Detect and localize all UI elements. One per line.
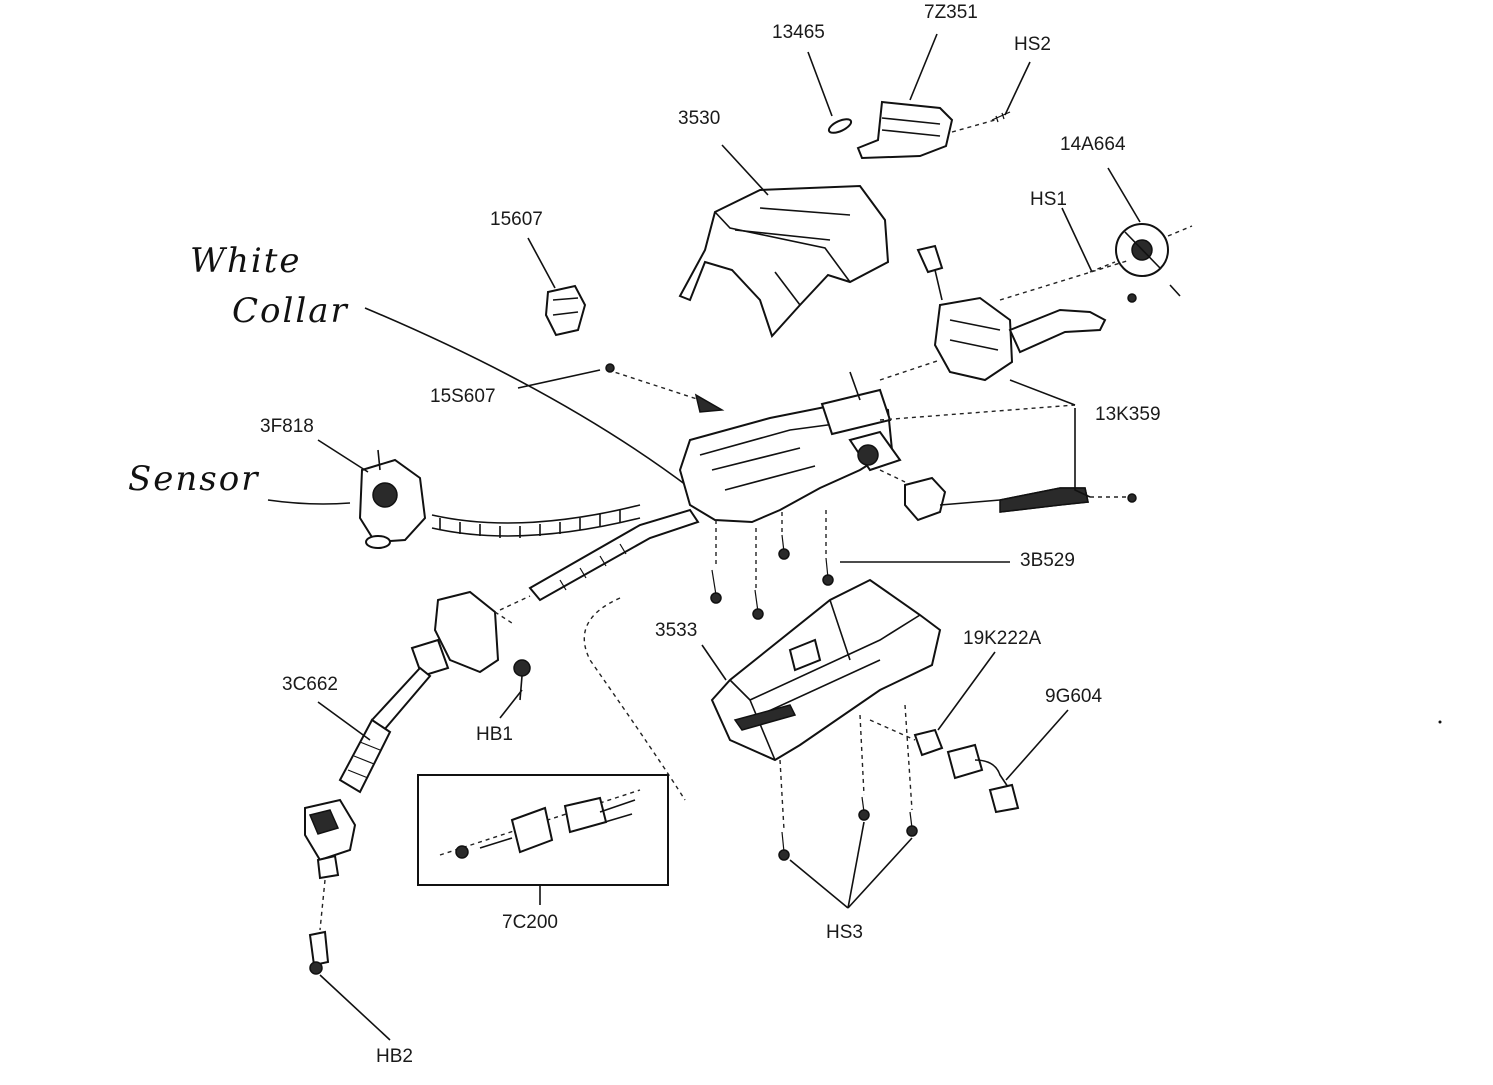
switch-15607 (544, 284, 587, 337)
shaft-3C662 (304, 590, 531, 880)
screws-3B529 (710, 510, 834, 620)
leader-19K222A (937, 651, 996, 731)
leader-HS3-b (847, 821, 865, 909)
label-13465: 13465 (772, 22, 825, 43)
upper-shroud-3530 (678, 184, 890, 338)
bolt-HB2 (308, 879, 330, 975)
column-housing (678, 359, 1076, 524)
leader-3533 (701, 644, 727, 681)
label-HS2: HS2 (1014, 34, 1051, 55)
collar-pointer-line (364, 307, 691, 489)
label-3B529: 3B529 (1020, 550, 1075, 571)
leader-HB1 (499, 689, 523, 719)
label-13K359: 13K359 (1095, 404, 1161, 425)
label-15S607: 15S607 (430, 386, 496, 407)
handwritten-white-label: White (190, 241, 302, 281)
leader-HS3-a (789, 859, 849, 909)
leader-HS3-c (847, 837, 913, 909)
label-HS3: HS3 (826, 922, 863, 943)
label-3530: 3530 (678, 108, 720, 129)
lower-shaft (499, 508, 700, 611)
leader-13465 (807, 51, 833, 117)
connector-19K222A (869, 719, 944, 757)
sensor-3F818 (358, 449, 427, 549)
handwritten-collar-label: Collar (232, 291, 349, 331)
shaft-spring (431, 504, 641, 538)
label-7C200: 7C200 (502, 912, 558, 933)
leader-15S607 (517, 369, 601, 389)
inset-box-7C200 (417, 774, 669, 886)
leader-9G604 (1005, 709, 1069, 781)
leader-3C662 (317, 701, 371, 741)
label-7Z351: 7Z351 (924, 2, 978, 23)
handwritten-sensor-label: Sensor (128, 459, 259, 499)
leader-HS2 (1004, 61, 1031, 116)
harness-9G604 (946, 743, 1020, 814)
label-HS1: HS1 (1030, 189, 1067, 210)
label-3F818: 3F818 (260, 416, 314, 437)
stray-dot (1438, 720, 1442, 724)
leader-13K359-bracket (1074, 408, 1091, 498)
leader-HS1 (1061, 207, 1093, 273)
label-3C662: 3C662 (282, 674, 338, 695)
label-9G604: 9G604 (1045, 686, 1102, 707)
label-14A664: 14A664 (1060, 134, 1126, 155)
lower-shroud-3533 (710, 578, 942, 762)
leader-3530 (721, 144, 769, 196)
switch-assembly (916, 244, 1137, 382)
clockspring-14A664 (1115, 223, 1193, 297)
label-19K222A: 19K222A (963, 628, 1042, 649)
lever-13K359 (904, 476, 1137, 522)
label-3533: 3533 (655, 620, 697, 641)
leader-14A664 (1107, 167, 1141, 223)
15S607-arrow (605, 363, 725, 413)
sensor-pointer-line (267, 499, 351, 505)
label-15607: 15607 (490, 209, 543, 230)
clip-13465 (827, 118, 853, 134)
leader-HB2 (319, 974, 391, 1041)
screws-HS3 (778, 704, 918, 861)
leader-3F818 (317, 439, 369, 473)
leader-7Z351 (909, 33, 938, 101)
screw-HS2 (991, 111, 1011, 123)
label-HB2: HB2 (376, 1046, 413, 1067)
leader-15607 (527, 237, 556, 289)
module-7Z351 (856, 100, 996, 160)
label-HB1: HB1 (476, 724, 513, 745)
leader-13K359-top (1009, 379, 1076, 406)
